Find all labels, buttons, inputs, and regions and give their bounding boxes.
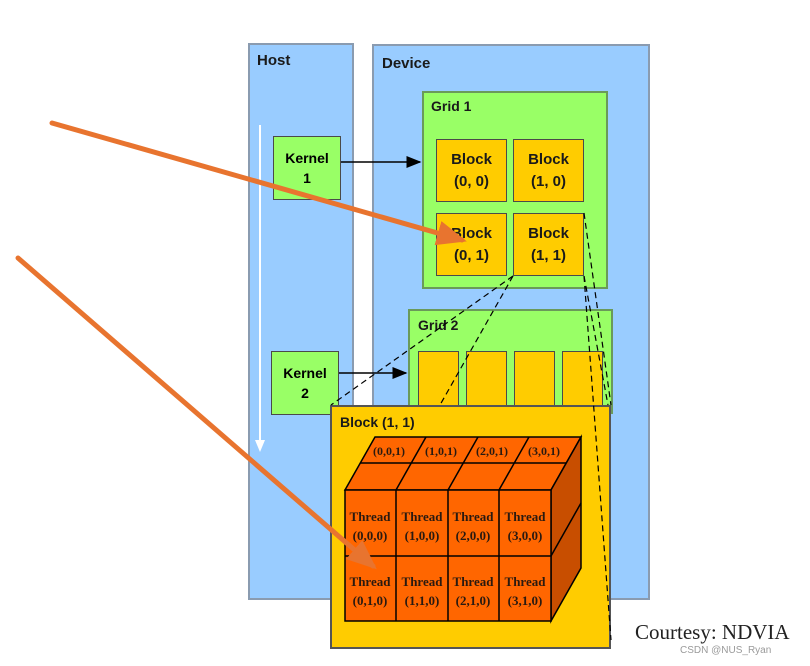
kernel-2: Kernel 2 bbox=[271, 351, 339, 415]
zoom-lines bbox=[330, 212, 612, 641]
block-index: (0, 0) bbox=[453, 172, 489, 190]
block-1-1-label: Block (1, 1) bbox=[340, 414, 415, 430]
grid1-block-1-1: Block (1, 1) bbox=[513, 213, 584, 276]
annotation-arrow-1 bbox=[49, 120, 467, 246]
thread-top-label: (0,0,1) bbox=[373, 444, 405, 458]
host-timeline-head bbox=[255, 440, 265, 452]
kernel-number: 2 bbox=[301, 385, 309, 401]
block-label: Block bbox=[528, 224, 569, 242]
thread-name: Thread bbox=[505, 574, 547, 589]
host-label: Host bbox=[257, 52, 291, 69]
grid2-block bbox=[562, 351, 603, 411]
thread-name: Thread bbox=[350, 574, 392, 589]
device-label: Device bbox=[382, 55, 431, 72]
block-index: (0, 1) bbox=[453, 246, 489, 264]
thread-name: Thread bbox=[453, 509, 495, 524]
block-label: Block bbox=[451, 150, 492, 168]
thread-cube: (0,0,1) (1,0,1) (2,0,1) (3,0,1) Thread (… bbox=[343, 434, 583, 624]
thread-index: (1,1,0) bbox=[405, 593, 440, 608]
thread-index: (2,1,0) bbox=[456, 593, 491, 608]
annotation-arrow-2 bbox=[15, 255, 377, 570]
grid2-block bbox=[514, 351, 555, 411]
thread-name: Thread bbox=[402, 574, 444, 589]
thread-index: (0,0,0) bbox=[353, 528, 388, 543]
host-panel bbox=[248, 43, 354, 600]
thread-index: (0,1,0) bbox=[353, 593, 388, 608]
grid-2-label: Grid 2 bbox=[418, 317, 459, 333]
credit-text: Courtesy: NDVIA bbox=[635, 620, 790, 644]
block-index: (1, 0) bbox=[530, 172, 566, 190]
kernel-label: Kernel bbox=[285, 150, 329, 166]
thread-name: Thread bbox=[402, 509, 444, 524]
grid-1-label: Grid 1 bbox=[431, 98, 472, 114]
thread-top-label: (1,0,1) bbox=[425, 444, 457, 458]
thread-name: Thread bbox=[505, 509, 547, 524]
thread-index: (2,0,0) bbox=[456, 528, 491, 543]
thread-top-label: (3,0,1) bbox=[528, 444, 560, 458]
block-index: (1, 1) bbox=[530, 246, 566, 264]
thread-index: (3,1,0) bbox=[508, 593, 543, 608]
kernel-number: 1 bbox=[303, 170, 311, 186]
thread-name: Thread bbox=[453, 574, 495, 589]
thread-index: (3,0,0) bbox=[508, 528, 543, 543]
grid2-block bbox=[466, 351, 507, 411]
grid1-block-1-0: Block (1, 0) bbox=[513, 139, 584, 202]
grid1-block-0-0: Block (0, 0) bbox=[436, 139, 507, 202]
thread-name: Thread bbox=[350, 509, 392, 524]
thread-top-label: (2,0,1) bbox=[476, 444, 508, 458]
watermark-text: CSDN @NUS_Ryan bbox=[680, 645, 772, 656]
thread-index: (1,0,0) bbox=[405, 528, 440, 543]
block-label: Block bbox=[528, 150, 569, 168]
grid2-block bbox=[418, 351, 459, 411]
kernel-label: Kernel bbox=[283, 365, 327, 381]
